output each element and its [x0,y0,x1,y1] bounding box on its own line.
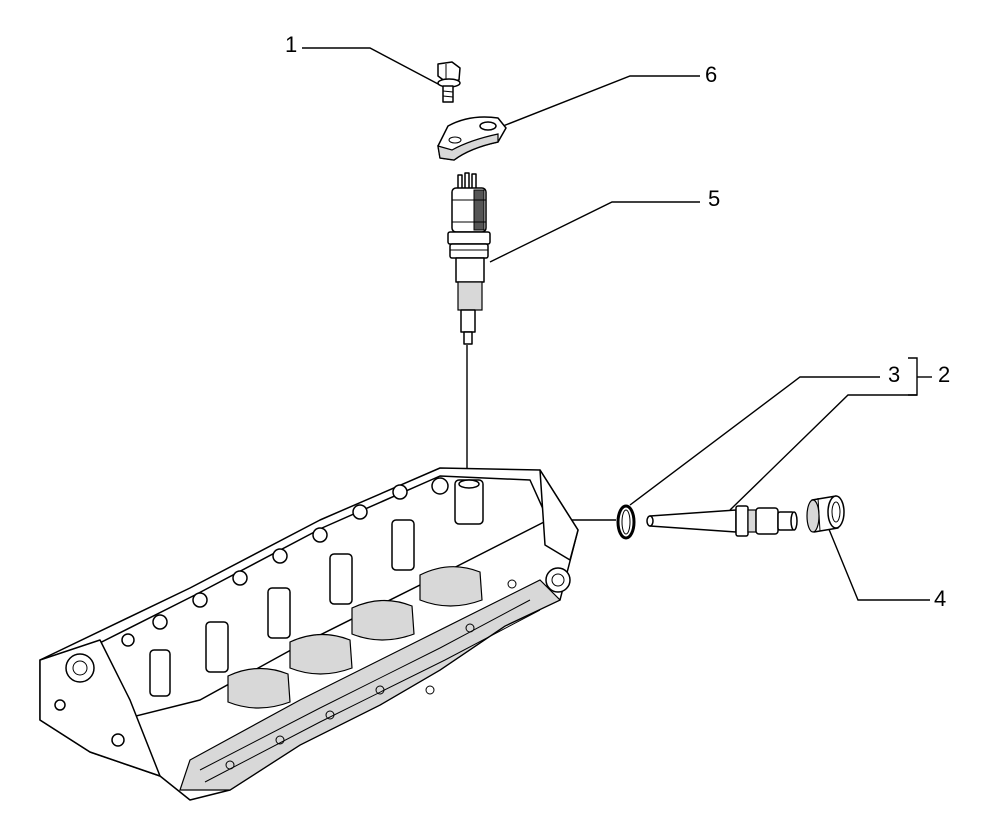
clamp-bracket-icon [437,116,507,161]
bolt-icon [437,61,461,103]
fuel-connector-tube [646,505,798,537]
head-bolt-holes [225,579,517,770]
callout-1: 1 [285,32,297,57]
callout-4: 4 [934,586,946,611]
injector-icon [447,172,491,345]
leader-lines [302,47,932,601]
valve-ports [121,477,449,647]
sleeve-nut-icon [806,495,845,533]
callout-6: 6 [705,62,717,87]
o-ring-icon [616,504,636,540]
intake-ports [227,566,483,709]
callout-2: 2 [938,362,950,387]
callout-5: 5 [708,186,720,211]
injector-wells [149,479,484,697]
callout-3: 3 [888,362,900,387]
cylinder-head-icon [39,467,579,801]
